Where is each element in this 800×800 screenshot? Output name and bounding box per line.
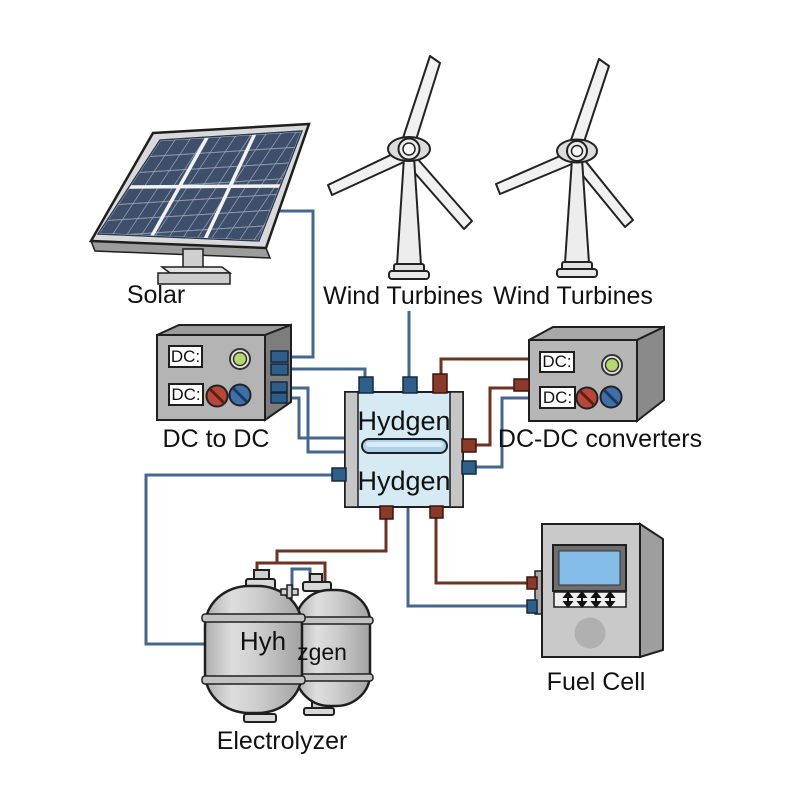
- green-indicator-icon: [232, 351, 248, 367]
- wind-turbine-left-label: Wind Turbines: [323, 282, 483, 310]
- updown-arrow-icons: [562, 590, 616, 609]
- wire-dctodc-to-hydrogen-top: [287, 367, 367, 378]
- blue-knob-slot: [602, 388, 620, 406]
- dc-display-text: DC:: [171, 385, 200, 404]
- port-icon: [270, 392, 288, 404]
- dc-display-panel: [168, 345, 203, 368]
- fuel-cell-screen: [558, 550, 621, 586]
- hydrogen-right-bar: [449, 391, 464, 508]
- green-indicator-icon: [604, 357, 620, 373]
- turbine-base: [388, 270, 430, 280]
- dc-dc-converters-label: DC-DC converters: [498, 425, 702, 453]
- port-icon: [526, 599, 538, 614]
- box-side-face: [636, 325, 665, 424]
- port-icon: [379, 505, 394, 520]
- fuel-cell-label: Fuel Cell: [547, 668, 646, 696]
- port-icon: [270, 381, 288, 393]
- port-icon: [526, 576, 538, 590]
- wind-turbine-left-illustration: [327, 55, 473, 280]
- port-icon: [270, 363, 289, 376]
- solar-cell-dividers: [128, 133, 281, 240]
- dc-to-dc-label: DC to DC: [163, 425, 270, 453]
- port-icon: [461, 460, 477, 475]
- dc-to-dc-converter-box: DC: DC: DC to DC: [156, 323, 292, 453]
- wire-hydrogen-to-fuelcell-red: [434, 517, 529, 585]
- port-icon: [429, 505, 444, 519]
- port-icon: [432, 373, 448, 394]
- hydrogen-label-top: Hydgen: [357, 406, 450, 436]
- electrolyzer-illustration: Hyh zgen Electrolyzer: [201, 569, 374, 755]
- dc-output-ports: [270, 350, 289, 404]
- wind-turbine-right-label: Wind Turbines: [493, 282, 653, 310]
- hydrogen-ports: [331, 373, 477, 520]
- wire-hydrogen-to-dcdc-mid: [475, 386, 518, 447]
- wire-solar-to-dctodc: [278, 209, 315, 359]
- box-side-face: [639, 522, 664, 659]
- port-icon: [270, 350, 289, 363]
- updown-arrow-icon: [562, 590, 574, 609]
- turbine-hub-icon: [402, 142, 416, 156]
- wire-dctodc-to-hydrogen-mid1: [287, 386, 347, 454]
- membrane-highlight: [366, 442, 443, 447]
- solar-panel-illustration: Solar: [88, 122, 311, 309]
- blue-knob-slot: [231, 386, 249, 404]
- valve-icon: [286, 584, 293, 599]
- solar-stand-base: [157, 272, 231, 285]
- tank-foot-flange: [243, 713, 277, 723]
- wire-hydrogen-to-fuelcell-blue: [406, 507, 529, 608]
- turbine-base: [556, 268, 598, 278]
- hydrogen-left-bar: [344, 391, 359, 508]
- turbine-blade-icon: [495, 152, 573, 195]
- dc-display-panel: [168, 383, 204, 406]
- wire-hydrogen-to-electrolyzer-red: [255, 517, 388, 583]
- wire-hydrogen-to-electrolyzer-blue: [144, 473, 334, 646]
- red-knob-slot: [578, 389, 596, 407]
- dc-dc-converters-box: DC: DC: DC-DC converters: [498, 325, 702, 453]
- tank-left-label: Hyh: [240, 626, 286, 656]
- turbine-hub-icon: [570, 144, 584, 158]
- port-icon: [461, 438, 477, 453]
- updown-arrow-icon: [604, 590, 616, 609]
- wind-turbine-right-illustration: [495, 58, 634, 278]
- tank-band: [201, 613, 306, 623]
- wiring-layer: [144, 209, 529, 646]
- wire-dctodc-to-hydrogen-mid2: [287, 396, 347, 440]
- red-knob-slot: [208, 387, 226, 405]
- port-icon: [402, 376, 418, 394]
- solar-cells-outline: [96, 130, 304, 242]
- hydrogen-label-bottom: Hydgen: [357, 466, 450, 496]
- solar-label: Solar: [127, 281, 185, 309]
- tank-foot-flange: [303, 707, 335, 716]
- dc-display-panel: [539, 386, 576, 409]
- dc-display-text: DC:: [543, 388, 572, 407]
- tank-band: [201, 675, 306, 685]
- wire-hydrogen-to-dcdc-blue: [475, 396, 528, 469]
- turbine-blade-icon: [569, 58, 610, 146]
- wire-hydrogen-to-dcdc-top: [439, 357, 529, 381]
- fuel-cell-vent-circle: [574, 617, 606, 649]
- electrolyzer-label: Electrolyzer: [217, 727, 348, 755]
- turbine-blade-icon: [401, 55, 441, 144]
- tank-right-label: zgen: [297, 639, 347, 665]
- updown-arrow-icon: [576, 590, 588, 609]
- solar-stand-base-top: [159, 266, 233, 274]
- port-icon: [513, 378, 530, 392]
- dc-display-text: DC:: [542, 352, 571, 371]
- port-icon: [358, 376, 374, 394]
- hydrogen-unit-box: Hydgen Hydgen: [331, 373, 477, 520]
- port-icon: [331, 467, 347, 482]
- updown-arrow-icon: [590, 590, 602, 609]
- fuel-cell-control-strip: [553, 591, 627, 608]
- dc-display-panel: [539, 351, 575, 373]
- fuel-cell-illustration: Fuel Cell: [526, 522, 664, 696]
- dc-display-text: DC:: [171, 347, 200, 366]
